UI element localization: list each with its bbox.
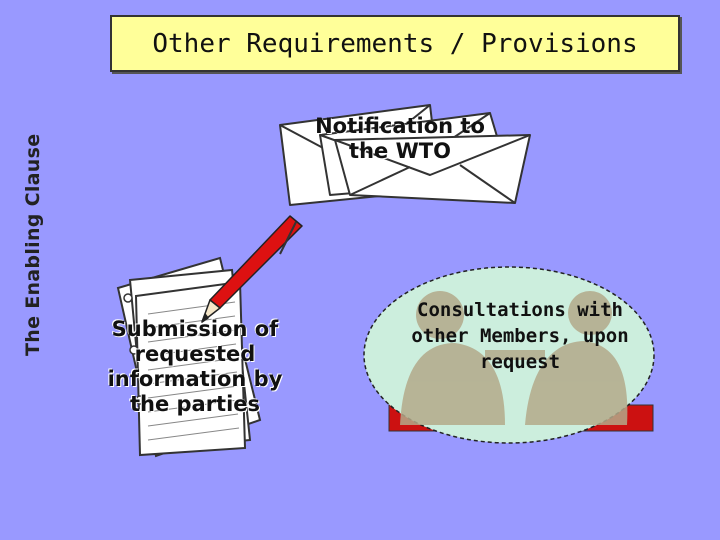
document-stack-image: [116, 256, 262, 458]
pen-image: [201, 215, 303, 323]
page-title: Other Requirements / Provisions: [152, 28, 638, 59]
envelopes-image: [279, 104, 531, 206]
consultations-label: Consultations with other Members, upon r…: [411, 299, 629, 373]
submission-label: Submission of requested information by t…: [107, 317, 283, 416]
consultation-image: [363, 266, 655, 444]
notification-label: Notification to the WTO: [315, 114, 485, 163]
title-box: Other Requirements / Provisions: [110, 15, 680, 72]
side-title: The Enabling Clause: [22, 133, 44, 356]
